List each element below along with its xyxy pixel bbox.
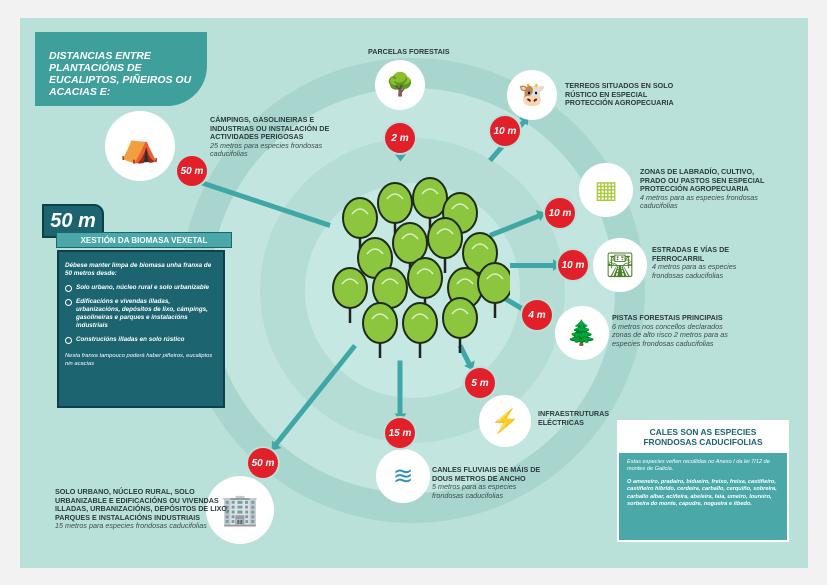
target-note: 4 metros para as especies frondosas cadu… — [652, 262, 737, 280]
field-icon: ▦ — [579, 163, 633, 217]
target-title: PISTAS FORESTAIS PRINCIPAIS — [612, 313, 723, 322]
target-label: TERREOS SITUADOS EN SOLO RÚSTICO EN ESPE… — [565, 81, 685, 108]
tree-icon — [402, 302, 438, 358]
distance-badge: 10 m — [558, 250, 588, 280]
tree-icon — [407, 257, 443, 313]
list-item: Construcións illadas en solo rústico — [65, 336, 215, 344]
target-title: TERREOS SITUADOS EN SOLO RÚSTICO EN ESPE… — [565, 81, 674, 108]
tree-icon — [332, 267, 368, 323]
cales-heading: CALES SON AS ESPECIES FRONDOSAS CADUCIFO… — [619, 422, 787, 453]
target-note: 4 metros para as especies frondosas cadu… — [640, 192, 758, 211]
distance-badge: 4 m — [522, 300, 552, 330]
tree-icon — [362, 302, 398, 358]
cow-icon: 🐮 — [517, 82, 546, 107]
lightning-icon: ⚡ — [479, 395, 531, 447]
target-title: ZONAS DE LABRADÍO, CULTIVO, PRADO OU PAS… — [640, 167, 765, 194]
forest-plot-icon: 🌳 — [385, 72, 414, 97]
biomass-intro: Débese manter limpa de biomasa unha fran… — [65, 262, 212, 277]
field-icon: ▦ — [594, 177, 618, 204]
tree-icon — [477, 262, 510, 318]
forest-track-icon: 🌲 — [566, 320, 598, 347]
target-title: SOLO URBANO, NÚCLEO RURAL, SOLO URBANIZA… — [55, 487, 229, 522]
target-label: INFRAESTRUTURAS ELÉCTRICAS — [538, 409, 610, 427]
biomass-heading: XESTIÓN DA BIOMASA VEXETAL — [56, 232, 232, 248]
lightning-icon: ⚡ — [490, 408, 520, 434]
bullet-icon — [65, 285, 72, 292]
distance-badge: 10 m — [545, 198, 575, 228]
biomass-info-box: Débese manter limpa de biomasa unha fran… — [57, 250, 225, 408]
distance-badge: 15 m — [385, 418, 415, 448]
distance-badge: 5 m — [465, 368, 495, 398]
page-title: DISTANCIAS ENTRE PLANTACIÓNS DE EUCALIPT… — [35, 32, 207, 106]
cow-icon: 🐮 — [507, 70, 557, 120]
forest-track-icon: 🌲 — [555, 306, 609, 360]
target-label: ZONAS DE LABRADÍO, CULTIVO, PRADO OU PAS… — [640, 167, 770, 211]
target-note: 15 metros para especies frondosas caduci… — [55, 521, 207, 531]
target-note: 6 metros nos concellos declarados zonas … — [612, 321, 728, 348]
target-note: 5 metros para as especies frondosas cadu… — [432, 482, 517, 500]
target-note: 25 metros para especies frondosas caduci… — [210, 140, 323, 159]
distance-badge: 50 m — [248, 448, 278, 478]
target-title: INFRAESTRUTURAS ELÉCTRICAS — [538, 409, 610, 427]
arrow — [397, 360, 403, 416]
target-title: CÁMPINGS, GASOLINEIRAS E INDUSTRIAS OU I… — [210, 115, 330, 142]
bullet-icon — [65, 337, 72, 344]
tree-icon — [377, 182, 413, 238]
water-icon: ≋ — [376, 449, 430, 503]
list-item: Edificacións e vivendas illadas, urbaniz… — [65, 298, 215, 330]
buildings-icon: 🏢 — [206, 476, 274, 544]
distance-badge: 2 m — [385, 123, 415, 153]
distance-badge: 50 m — [177, 156, 207, 186]
tree-icon — [357, 237, 393, 293]
camping-fuel-factory-icon: ⛺ — [120, 127, 160, 164]
target-title: PARCELAS FORESTAIS — [368, 47, 450, 56]
infographic-panel: DISTANCIAS ENTRE PLANTACIÓNS DE EUCALIPT… — [20, 18, 808, 568]
water-icon: ≋ — [392, 463, 414, 490]
biomass-note: Nesta franxa tampouco poderá haber piñei… — [65, 353, 213, 367]
bullet-icon — [65, 299, 72, 306]
target-label: SOLO URBANO, NÚCLEO RURAL, SOLO URBANIZA… — [55, 487, 240, 531]
central-tree-cluster — [332, 177, 510, 358]
target-title: ESTRADAS E VÍAS DE FERROCARRIL — [652, 245, 730, 263]
camping-fuel-factory-icon: ⛺ — [105, 111, 175, 181]
target-label: CÁMPINGS, GASOLINEIRAS E INDUSTRIAS OU I… — [210, 115, 340, 159]
list-item: Solo urbano, núcleo rural e solo urbaniz… — [65, 284, 215, 292]
arrow — [510, 259, 561, 271]
target-title: CANLES FLUVIAIS DE MÁIS DE DOUS METROS D… — [432, 465, 541, 483]
tree-icon — [442, 297, 478, 353]
target-label: PARCELAS FORESTAIS — [368, 47, 458, 57]
road-icon: 🛣 — [604, 252, 636, 279]
road-icon: 🛣 — [593, 238, 647, 292]
buildings-icon: 🏢 — [220, 492, 260, 527]
deciduous-species-box: CALES SON AS ESPECIES FRONDOSAS CADUCIFO… — [617, 420, 789, 542]
distance-badge: 10 m — [490, 116, 520, 146]
tree-icon — [427, 217, 463, 273]
cales-species: O ameneiro, pradairo, bidueiro, freixo, … — [627, 478, 777, 508]
cales-law: Estas especies veñen recollidas no Anexo… — [627, 459, 770, 473]
forest-plot-icon: 🌳 — [375, 60, 425, 110]
target-label: CANLES FLUVIAIS DE MÁIS DE DOUS METROS D… — [432, 465, 542, 500]
